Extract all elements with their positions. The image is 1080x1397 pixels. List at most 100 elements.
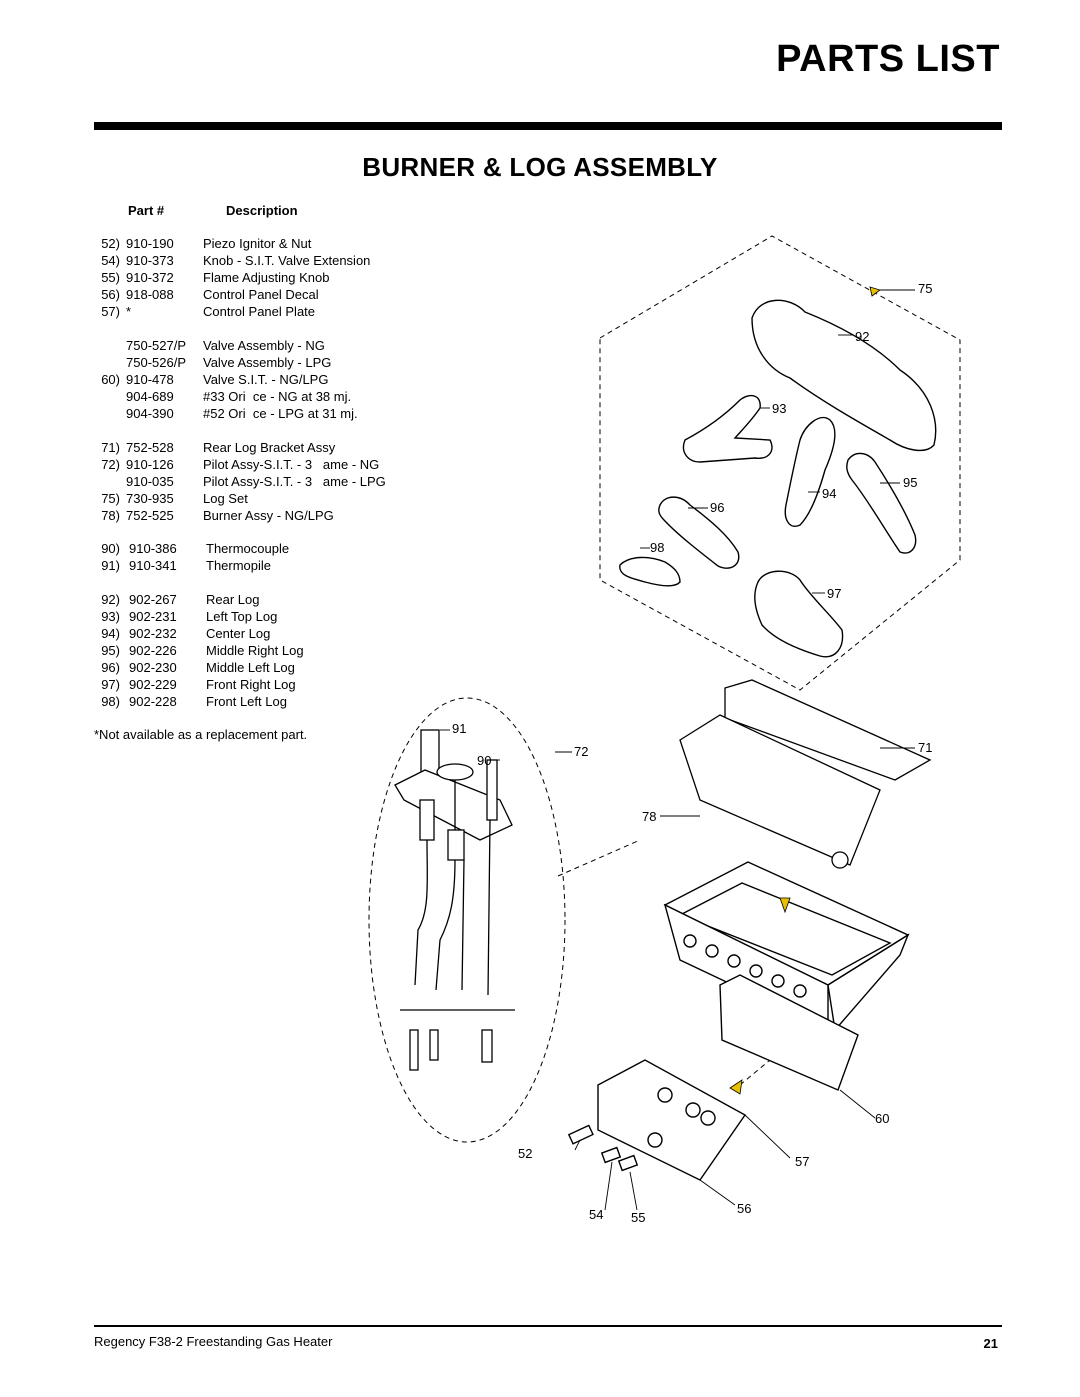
part-description: Control Panel Decal xyxy=(203,287,319,302)
page-number: 21 xyxy=(983,1336,998,1351)
part-index: 96) xyxy=(101,660,120,675)
callout-78: 78 xyxy=(642,809,656,824)
part-index: 91) xyxy=(101,558,120,573)
part-index: 56) xyxy=(101,287,120,302)
callout-55: 55 xyxy=(631,1210,645,1225)
part-description: Rear Log xyxy=(206,592,260,607)
part-index: 55) xyxy=(101,270,120,285)
part-index: 71) xyxy=(101,440,120,455)
burner-pan xyxy=(663,861,910,1091)
section-title: BURNER & LOG ASSEMBLY xyxy=(362,152,718,182)
part-number: 902-232 xyxy=(129,626,177,641)
control-panel xyxy=(567,1059,747,1181)
part-index: 60) xyxy=(101,372,120,387)
part-number: 902-228 xyxy=(129,694,177,709)
part-description: Thermopile xyxy=(206,558,272,573)
part-description: Burner Assy - NG/LPG xyxy=(203,508,334,523)
part-number: 910-478 xyxy=(126,372,174,387)
part-number: 904-390 xyxy=(126,406,174,421)
callout-96: 96 xyxy=(710,500,724,515)
left-top-log xyxy=(682,394,773,463)
part-description: Pilot Assy-S.I.T. - 3 ame - NG xyxy=(203,457,380,472)
leader-lines xyxy=(440,289,915,1211)
page-title: PARTS LIST xyxy=(776,38,1000,80)
part-number: 918-088 xyxy=(126,287,174,302)
part-number: 750-526/P xyxy=(126,355,186,370)
part-number: 910-372 xyxy=(126,270,174,285)
part-index: 54) xyxy=(101,253,120,268)
callout-60: 60 xyxy=(875,1111,889,1126)
part-number: 910-373 xyxy=(126,253,174,268)
part-index: 93) xyxy=(101,609,120,624)
burner-bracket xyxy=(679,679,932,869)
part-description: Log Set xyxy=(203,491,248,506)
callout-56: 56 xyxy=(737,1201,751,1216)
part-number: 910-035 xyxy=(126,474,174,489)
part-description: Front Right Log xyxy=(206,677,296,692)
top-rule xyxy=(94,122,1002,130)
part-description: Center Log xyxy=(206,626,271,641)
part-number: 910-386 xyxy=(129,541,177,556)
part-description: Valve S.I.T. - NG/LPG xyxy=(203,372,329,387)
log-drawings xyxy=(619,299,937,658)
part-number: 752-528 xyxy=(126,440,174,455)
part-description: Left Top Log xyxy=(206,609,278,624)
part-index: 92) xyxy=(101,592,120,607)
part-description: Knob - S.I.T. Valve Extension xyxy=(203,253,371,268)
part-number: 750-527/P xyxy=(126,338,186,353)
callout-94: 94 xyxy=(822,486,836,501)
part-index: 75) xyxy=(101,491,120,506)
callout-95: 95 xyxy=(903,475,917,490)
footer-title: Regency F38-2 Freestanding Gas Heater xyxy=(94,1334,333,1349)
callout-93: 93 xyxy=(772,401,786,416)
part-number-header: Part # xyxy=(128,203,165,218)
part-description: Rear Log Bracket Assy xyxy=(203,440,336,455)
part-index: 52) xyxy=(101,236,120,251)
part-index: 95) xyxy=(101,643,120,658)
part-description: #52 Ori ce - LPG at 31 mj. xyxy=(203,406,358,421)
part-index: 90) xyxy=(101,541,120,556)
description-header: Description xyxy=(226,203,298,218)
part-description: Valve Assembly - LPG xyxy=(203,355,332,370)
part-number: 902-231 xyxy=(129,609,177,624)
rear-log xyxy=(751,299,937,452)
part-index: 72) xyxy=(101,457,120,472)
pilot-assembly xyxy=(394,729,515,1071)
part-description: Middle Left Log xyxy=(206,660,295,675)
callout-92: 92 xyxy=(855,329,869,344)
callout-57: 57 xyxy=(795,1154,809,1169)
callout-90: 90 xyxy=(477,753,491,768)
part-number: 902-226 xyxy=(129,643,177,658)
front-left-log xyxy=(619,556,681,587)
part-number: 752-525 xyxy=(126,508,174,523)
part-description: Pilot Assy-S.I.T. - 3 ame - LPG xyxy=(203,474,386,489)
part-description: #33 Ori ce - NG at 38 mj. xyxy=(203,389,352,404)
callout-97: 97 xyxy=(827,586,841,601)
part-number: 904-689 xyxy=(126,389,174,404)
callout-71: 71 xyxy=(918,740,932,755)
part-number: 910-126 xyxy=(126,457,174,472)
part-number: * xyxy=(126,304,132,319)
pilot-boundary xyxy=(368,697,566,1143)
replacement-note: *Not available as a replacement part. xyxy=(94,727,308,742)
part-number: 902-267 xyxy=(129,592,177,607)
part-index: 57) xyxy=(101,304,120,319)
part-number: 910-341 xyxy=(129,558,177,573)
part-number: 910-190 xyxy=(126,236,174,251)
part-description: Control Panel Plate xyxy=(203,304,316,319)
part-index: 97) xyxy=(101,677,120,692)
part-description: Middle Right Log xyxy=(206,643,304,658)
part-index: 94) xyxy=(101,626,120,641)
part-number: 902-229 xyxy=(129,677,177,692)
part-index: 98) xyxy=(101,694,120,709)
center-log xyxy=(784,416,836,527)
callout-91: 91 xyxy=(452,721,466,736)
front-right-log xyxy=(754,570,844,658)
part-description: Thermocouple xyxy=(206,541,290,556)
part-description: Piezo Ignitor & Nut xyxy=(203,236,312,251)
callout-75: 75 xyxy=(918,281,932,296)
middle-left-log xyxy=(658,496,740,569)
callout-labels: 75 92 93 94 95 96 98 97 91 90 72 71 78 6… xyxy=(452,281,932,1225)
callout-72: 72 xyxy=(574,744,588,759)
